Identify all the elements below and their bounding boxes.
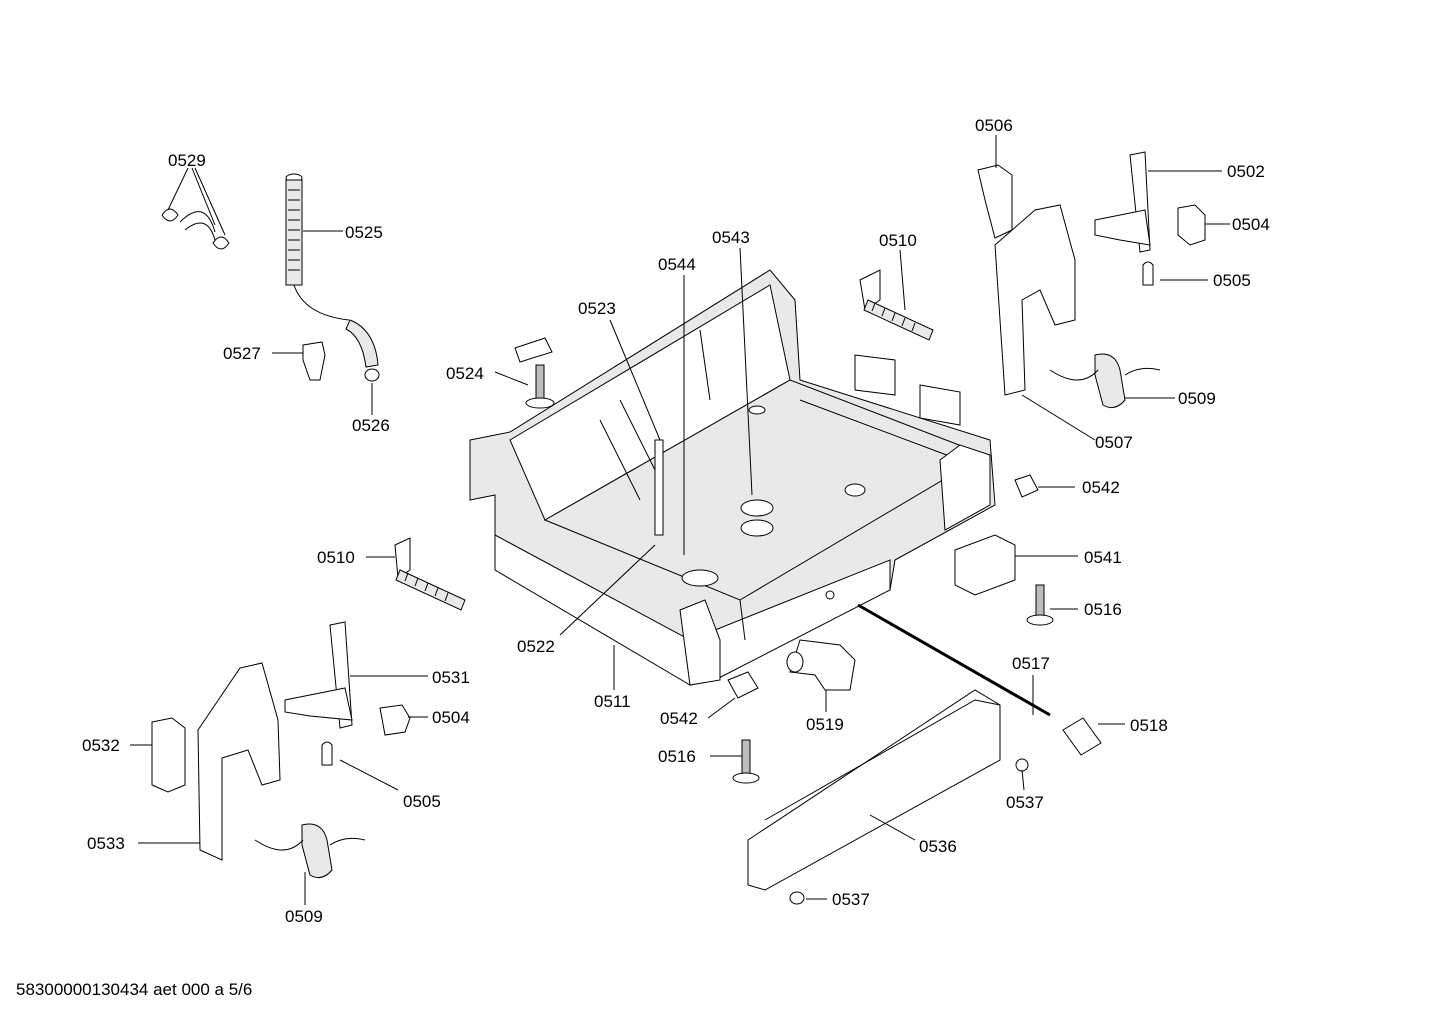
inlet-valve-part [786,639,856,691]
callout-0523: 0523 [578,299,616,318]
cover-cap-left-part [151,717,186,793]
hose-clamps-part [161,208,230,250]
hinge-bracket-right-part [1094,151,1151,253]
hose-holder-part [302,341,326,381]
callout-0529: 0529 [168,151,206,170]
callout-0532: 0532 [82,736,120,755]
callout-0505-lower: 0505 [403,792,441,811]
callout-0542-upper: 0542 [1082,478,1120,497]
spring-lower-part [394,537,466,611]
callout-0507: 0507 [1095,433,1133,452]
callout-0525: 0525 [345,223,383,242]
callout-0511: 0511 [594,692,631,711]
callout-0537-lower: 0537 [832,890,870,909]
callout-0516-lower: 0516 [658,747,696,766]
small-brackets-part [954,474,1054,626]
callout-0505-upper: 0505 [1213,271,1251,290]
callout-0533: 0533 [87,834,125,853]
connector-blocks-part [854,354,961,426]
callout-0536: 0536 [919,837,957,856]
callout-0504-lower: 0504 [432,708,470,727]
callout-0542-lower: 0542 [660,709,698,728]
callout-0506: 0506 [975,116,1013,135]
leg-screw-part [514,337,555,409]
callout-0544: 0544 [658,255,696,274]
rod-part [857,603,1102,756]
hinge-spring-right-part [1049,353,1161,409]
cover-cap-part [977,164,1013,239]
callout-0510-upper: 0510 [879,231,917,250]
bracket-center-part [727,671,759,699]
callout-0517: 0517 [1012,654,1050,673]
callout-0509-lower: 0509 [285,907,323,926]
callout-0526: 0526 [352,416,390,435]
callout-0531: 0531 [432,668,470,687]
drain-hose-part [285,173,380,382]
leader-lines [130,135,1230,905]
hinge-spring-left-part [254,823,366,879]
callout-0502: 0502 [1227,162,1265,181]
side-bracket-left-part [197,662,281,861]
clip-right-part [1142,204,1206,286]
callout-0543: 0543 [712,228,750,247]
callout-0522: 0522 [517,637,555,656]
side-bracket-right-part [994,204,1076,396]
spring-upper-part [859,269,934,341]
plinth-panel-part [747,689,1029,905]
callout-0510-lower: 0510 [317,548,355,567]
callout-0516-upper: 0516 [1084,600,1122,619]
callout-0524: 0524 [446,364,484,383]
callout-0519: 0519 [806,715,844,734]
callout-0504-upper: 0504 [1232,215,1270,234]
callout-0527: 0527 [223,344,261,363]
callout-0541: 0541 [1084,548,1122,567]
leg-screw-lower-part [732,739,760,784]
callout-0518: 0518 [1130,716,1168,735]
callout-0537-upper: 0537 [1006,793,1044,812]
callout-0509-upper: 0509 [1178,389,1216,408]
hinge-bracket-left-part [284,621,411,766]
document-code: 58300000130434 aet 000 a 5/6 [16,980,253,999]
